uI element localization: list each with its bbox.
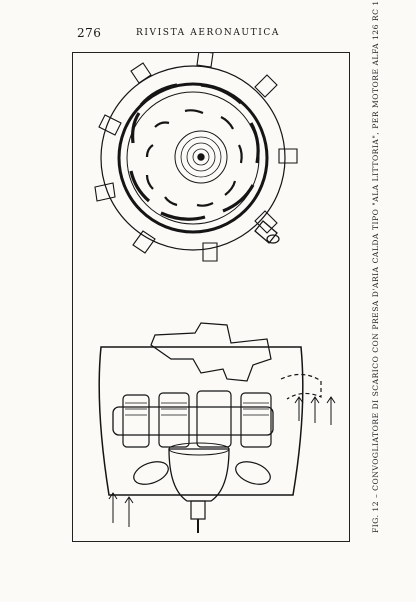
page-number: 276	[77, 26, 102, 40]
engine-illustration	[94, 53, 336, 533]
engine-front-view	[94, 53, 298, 262]
figure-frame	[72, 52, 350, 542]
engine-side-view	[98, 322, 336, 533]
figure-caption: FIG. 12 – CONVOGLIATORE DI SCARICO CON P…	[371, 0, 380, 533]
running-title: RIVISTA AERONAUTICA	[136, 28, 280, 38]
